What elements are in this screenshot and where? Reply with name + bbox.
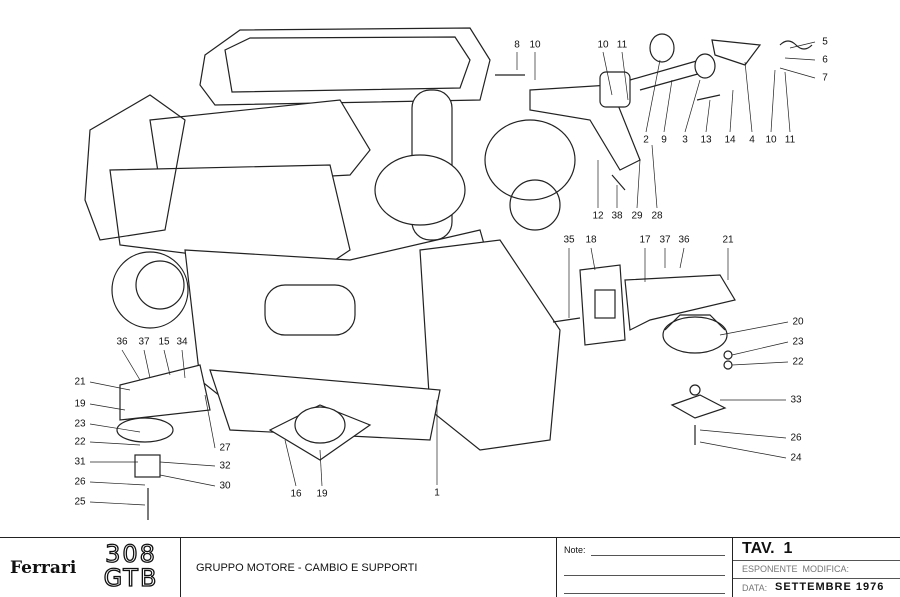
title-block: Ferrari 308 GTB GRUPPO MOTORE - CAMBIO E… (0, 537, 900, 597)
callout-23: 23 (792, 336, 804, 348)
table-number: TAV. 1 (742, 540, 793, 557)
callout-23: 23 (74, 418, 86, 430)
air-filter-box (199, 27, 491, 106)
callout-16: 16 (290, 488, 302, 500)
callout-17: 17 (639, 234, 651, 246)
callout-12: 12 (592, 210, 604, 222)
callout-32: 32 (219, 460, 231, 472)
callout-38: 38 (611, 210, 623, 222)
oil-sump (209, 369, 441, 441)
callout-1: 1 (434, 487, 440, 499)
callout-28: 28 (651, 210, 663, 222)
callout-15: 15 (158, 336, 170, 348)
callout-26: 26 (790, 432, 802, 444)
revision-label: ESPONENTE MODIFICA: (742, 564, 850, 574)
callout-24: 24 (790, 452, 802, 464)
gearbox (419, 239, 561, 451)
callout-36: 36 (116, 336, 128, 348)
callout-10: 10 (765, 134, 777, 146)
callout-7: 7 (822, 72, 828, 84)
callout-13: 13 (700, 134, 712, 146)
callout-34: 34 (176, 336, 188, 348)
callout-10: 10 (529, 39, 541, 51)
callout-37: 37 (138, 336, 150, 348)
callout-8: 8 (514, 39, 520, 51)
callout-35: 35 (563, 234, 575, 246)
callout-6: 6 (822, 54, 828, 66)
right-rubber-mount (662, 316, 728, 354)
callout-21: 21 (722, 234, 734, 246)
callout-26: 26 (74, 476, 86, 488)
callout-25: 25 (74, 496, 86, 508)
left-mount-bracket (119, 364, 211, 421)
alternator (111, 251, 189, 329)
engine-exploded-drawing (84, 27, 816, 520)
callout-22: 22 (74, 436, 86, 448)
callout-33: 33 (790, 394, 802, 406)
ferrari-logo: Ferrari (10, 558, 77, 578)
callout-10: 10 (597, 39, 609, 51)
note-label: Note: (564, 545, 586, 555)
callout-29: 29 (631, 210, 643, 222)
callout-14: 14 (724, 134, 736, 146)
callout-5: 5 (822, 36, 828, 48)
callout-22: 22 (792, 356, 804, 368)
right-mount-bracket (624, 274, 736, 331)
date-label: DATA: (742, 583, 768, 593)
model-badge: 308 GTB (103, 540, 159, 592)
callout-11: 11 (784, 134, 796, 146)
drawing-description: GRUPPO MOTORE - CAMBIO E SUPPORTI (196, 562, 418, 574)
callout-36: 36 (678, 234, 690, 246)
date-value: SETTEMBRE 1976 (775, 581, 885, 593)
gearbox-mount-plate (579, 264, 626, 346)
callout-4: 4 (749, 134, 755, 146)
callout-19: 19 (316, 488, 328, 500)
callout-37: 37 (659, 234, 671, 246)
callout-20: 20 (792, 316, 804, 328)
callout-18: 18 (585, 234, 597, 246)
callout-31: 31 (74, 456, 86, 468)
callout-30: 30 (219, 480, 231, 492)
callout-27: 27 (219, 442, 231, 454)
callout-9: 9 (661, 134, 667, 146)
callout-2: 2 (643, 134, 649, 146)
callout-21: 21 (74, 376, 86, 388)
callout-19: 19 (74, 398, 86, 410)
callout-11: 11 (616, 39, 628, 51)
callout-3: 3 (682, 134, 688, 146)
